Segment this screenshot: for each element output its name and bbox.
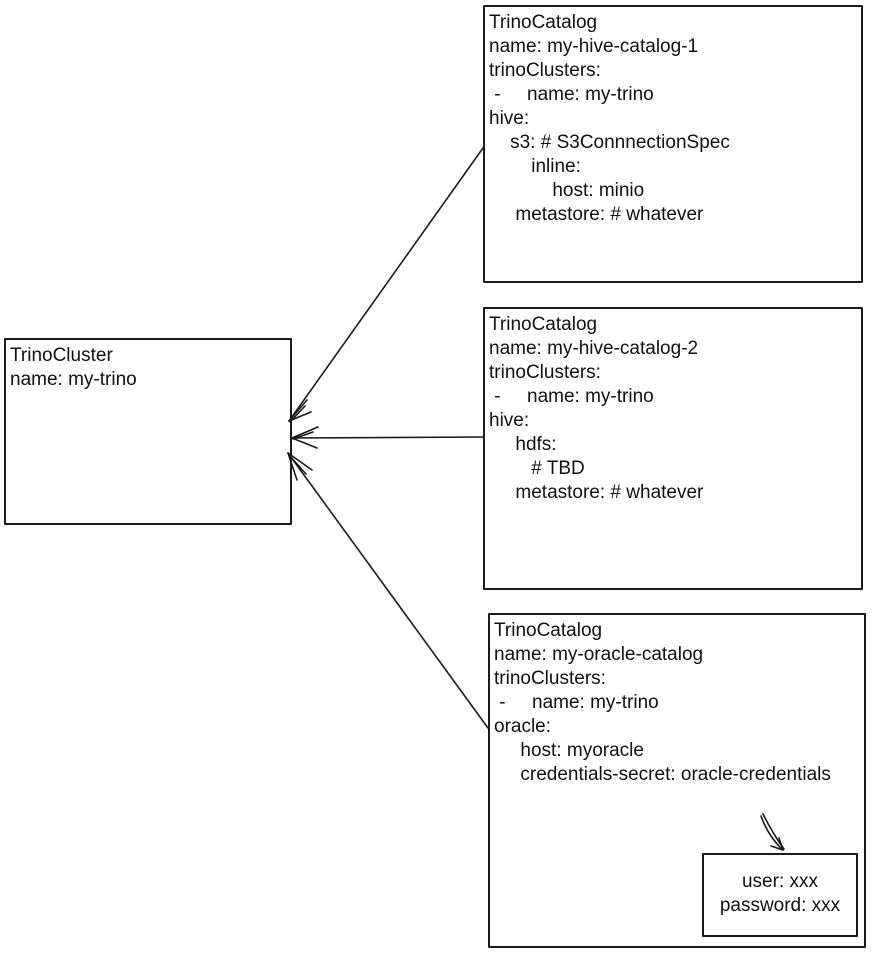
arrowhead-icon <box>288 399 312 423</box>
connector-line <box>287 452 489 729</box>
credentials-secret-box: user: xxx password: xxx <box>702 853 858 937</box>
connector-catalog1-to-cluster <box>288 147 484 423</box>
trino-catalog-3-text: TrinoCatalog name: my-oracle-catalog tri… <box>494 620 831 785</box>
connector-line <box>288 147 484 422</box>
connector-line <box>291 436 484 439</box>
trino-catalog-box-oracle: TrinoCatalog name: my-oracle-catalog tri… <box>488 613 866 948</box>
connector-catalog3-to-cluster <box>287 452 489 729</box>
credentials-secret-text: user: xxx password: xxx <box>719 871 841 916</box>
trino-catalog-2-text: TrinoCatalog name: my-hive-catalog-2 tri… <box>489 314 704 503</box>
trino-catalog-box-hive-1: TrinoCatalog name: my-hive-catalog-1 tri… <box>483 5 863 283</box>
connector-catalog2-to-cluster <box>291 426 484 449</box>
trino-cluster-text: TrinoCluster name: my-trino <box>10 345 137 390</box>
trino-catalog-box-hive-2: TrinoCatalog name: my-hive-catalog-2 tri… <box>483 307 863 590</box>
trino-cluster-box: TrinoCluster name: my-trino <box>4 338 292 525</box>
trino-catalog-1-text: TrinoCatalog name: my-hive-catalog-1 tri… <box>489 12 730 225</box>
arrowhead-icon <box>291 426 319 449</box>
